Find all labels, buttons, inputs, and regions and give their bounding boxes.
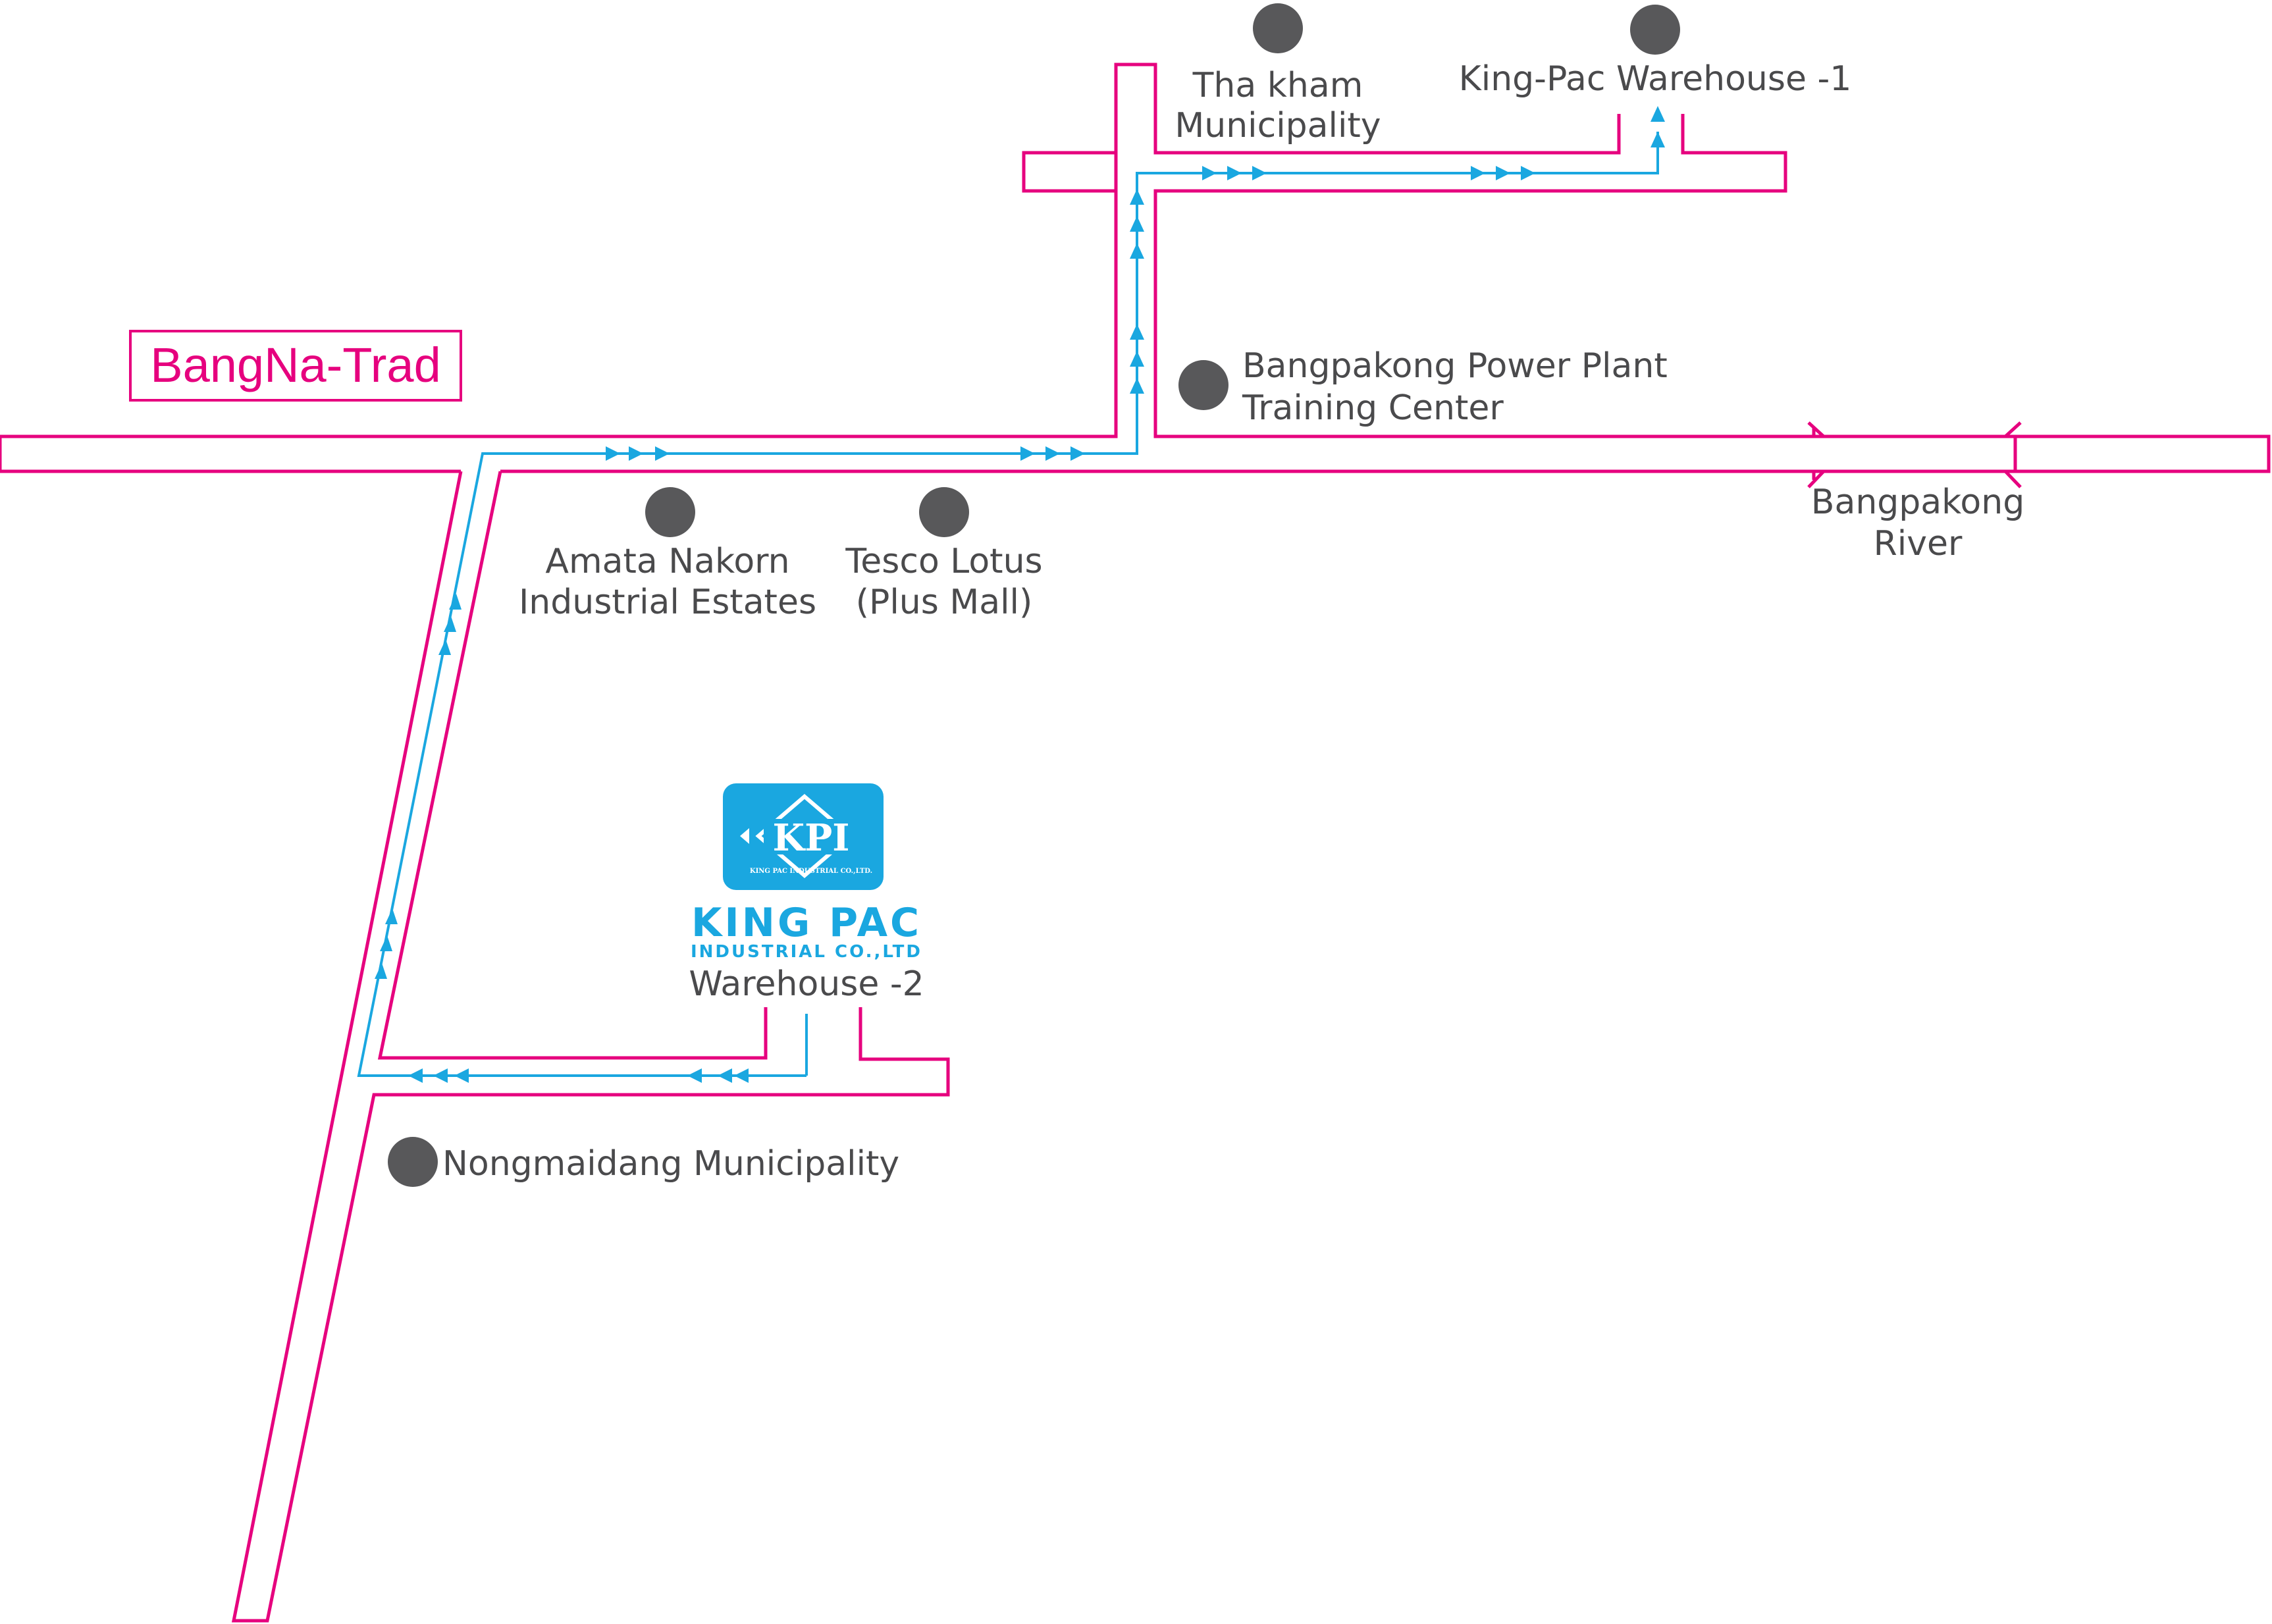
landmark-label: Training Center xyxy=(1242,388,1504,428)
route-arrows-vertical xyxy=(1130,189,1144,394)
arrow xyxy=(1130,216,1144,232)
highway-bottom-edge xyxy=(0,436,461,473)
arrow xyxy=(1521,166,1535,180)
arrow xyxy=(385,908,398,924)
route-arrows-bottom xyxy=(408,1068,749,1083)
route-arrows-highway xyxy=(606,446,1085,461)
route-arrows-top xyxy=(1202,166,1535,180)
poi-dot xyxy=(1630,5,1680,55)
route-arrows-end xyxy=(1651,106,1665,147)
arrow xyxy=(1202,166,1217,180)
arrow xyxy=(444,616,456,632)
arrow xyxy=(734,1068,749,1083)
landmark-label: Municipality xyxy=(1175,106,1381,145)
landmark-river: Bangpakong River xyxy=(1811,483,2024,563)
road-name-box: BangNa-Trad xyxy=(129,330,462,402)
landmark-tesco: Tesco Lotus (Plus Mall) xyxy=(845,487,1043,622)
arrow xyxy=(375,963,387,979)
landmark-label: Bangpakong xyxy=(1811,483,2024,522)
arrow xyxy=(687,1068,702,1083)
landmark-power-plant: Bangpakong Power Plant Training Center xyxy=(1178,346,1668,428)
road-name: BangNa-Trad xyxy=(150,338,440,392)
arrow xyxy=(1130,189,1144,205)
highway-top-edge-east xyxy=(1153,114,1814,438)
landmark-nongmaidang: Nongmaidang Municipality xyxy=(388,1137,899,1187)
road-name-frame xyxy=(129,330,462,402)
roads xyxy=(0,63,2271,1623)
poi-dot xyxy=(1253,3,1303,53)
arrow xyxy=(1070,446,1085,461)
arrow xyxy=(1020,446,1035,461)
landmark-label: King-Pac Warehouse -1 xyxy=(1459,59,1852,99)
arrow xyxy=(449,594,462,610)
landmark-amata: Amata Nakorn Industrial Estates xyxy=(519,487,816,622)
arrow xyxy=(1130,378,1144,394)
landmark-label: Amata Nakorn xyxy=(545,542,789,581)
arrow xyxy=(408,1068,423,1083)
arrow xyxy=(1045,446,1060,461)
landmark-warehouse-1: King-Pac Warehouse -1 xyxy=(1459,5,1852,99)
bridge-wing-nw xyxy=(1807,421,1825,438)
arrow xyxy=(1227,166,1242,180)
arrow xyxy=(1130,351,1144,367)
arrow xyxy=(1130,324,1144,340)
arrow xyxy=(1252,166,1267,180)
arrow xyxy=(380,935,392,951)
poi-dot xyxy=(645,487,695,537)
landmark-label: Nongmaidang Municipality xyxy=(442,1144,899,1184)
bridge-wing-se xyxy=(2004,470,2022,488)
arrow xyxy=(1651,132,1665,147)
landmark-label: Bangpakong Power Plant xyxy=(1242,346,1668,386)
arrow xyxy=(655,446,670,461)
poi-dot xyxy=(388,1137,438,1187)
arrow xyxy=(1130,243,1144,259)
kpi-logo-subtext: KING PAC INDUSTRIAL CO.,LTD. xyxy=(750,868,872,875)
route-arrows-diagonal xyxy=(375,594,462,979)
poi-dot xyxy=(1178,360,1228,410)
sw-road-east-edge xyxy=(377,471,768,1060)
poi-dot xyxy=(919,487,969,537)
bridge-wing-sw xyxy=(1807,470,1825,488)
highway-east-segment xyxy=(2013,434,2271,473)
arrow xyxy=(433,1068,448,1083)
route-line xyxy=(357,132,1659,1077)
landmark-label: Tha kham xyxy=(1192,66,1363,105)
tha-kham-stub xyxy=(1022,151,1116,193)
bridge-wing-ne xyxy=(2004,421,2022,438)
arrow xyxy=(438,639,451,655)
landmark-label: Industrial Estates xyxy=(519,583,816,622)
arrow xyxy=(1651,106,1665,122)
arrow xyxy=(718,1068,732,1083)
company-name: KING PAC xyxy=(691,900,922,946)
sw-road-west-edge xyxy=(231,471,950,1623)
landmark-label: River xyxy=(1874,524,1963,563)
route xyxy=(357,106,1665,1083)
logo-text-backdrop xyxy=(764,819,862,854)
landmark-label: (Plus Mall) xyxy=(856,583,1033,622)
arrow xyxy=(1496,166,1510,180)
landmark-tha-kham: Tha kham Municipality xyxy=(1175,3,1381,145)
arrow xyxy=(1471,166,1485,180)
highway-top-edge xyxy=(0,63,1621,438)
warehouse-2-label: Warehouse -2 xyxy=(689,964,924,1004)
company-subname: INDUSTRIAL CO.,LTD xyxy=(691,942,922,962)
arrow xyxy=(629,446,643,461)
warehouse-2-marker: KPI KING PAC INDUSTRIAL CO.,LTD. KING PA… xyxy=(689,783,924,1004)
kpi-logo-text: KPI xyxy=(773,816,850,860)
arrow xyxy=(454,1068,469,1083)
arrow xyxy=(606,446,620,461)
landmark-label: Tesco Lotus xyxy=(845,542,1042,581)
